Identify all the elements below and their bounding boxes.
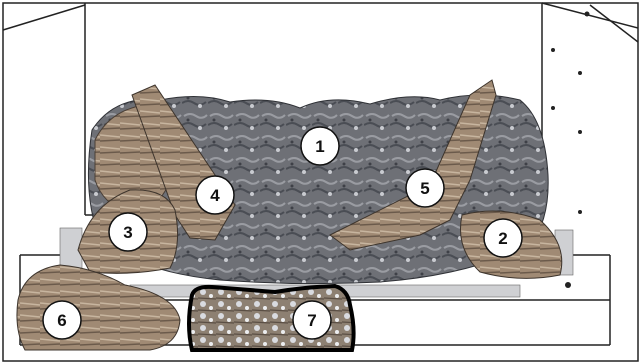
callout-number: 3	[123, 223, 132, 242]
callout-number: 2	[498, 229, 507, 248]
right-wall-top	[542, 3, 638, 28]
callout-number: 4	[210, 186, 220, 205]
right-corner-line	[590, 5, 638, 42]
left-wall-top	[3, 5, 85, 30]
callout-number: 1	[315, 137, 324, 156]
callout-6: 6	[43, 301, 81, 339]
callout-1: 1	[301, 127, 339, 165]
callout-7: 7	[293, 301, 331, 339]
callout-number: 6	[57, 311, 66, 330]
callout-5: 5	[406, 169, 444, 207]
callout-number: 5	[420, 179, 429, 198]
log-6	[17, 265, 180, 350]
callout-number: 7	[307, 311, 316, 330]
callout-4: 4	[196, 176, 234, 214]
callout-2: 2	[484, 219, 522, 257]
callout-3: 3	[109, 213, 147, 251]
